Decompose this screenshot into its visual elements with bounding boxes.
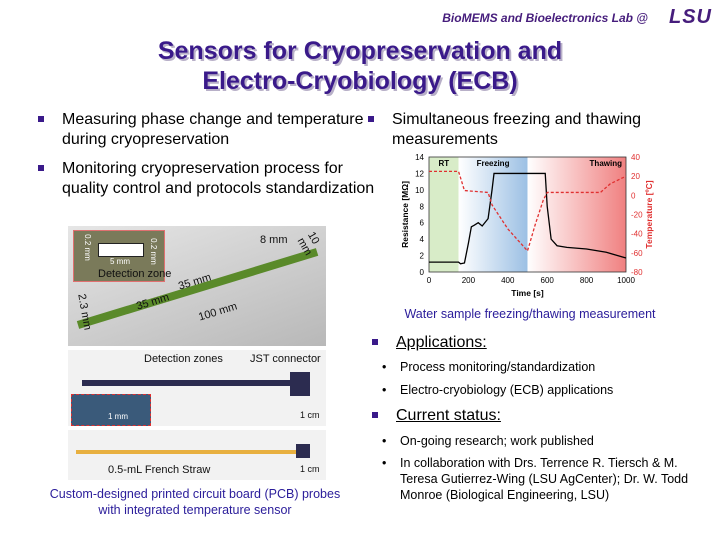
detection-zone-inset: 0.2 mm 0.2 mm 5 mm — [73, 230, 165, 282]
y2-tick-label: 20 — [631, 172, 640, 181]
inset-length-label: 5 mm — [110, 257, 130, 266]
status-heading: Current status: — [370, 406, 501, 426]
list-item: •In collaboration with Drs. Terrence R. … — [382, 456, 689, 502]
y2-tick-label: -20 — [631, 211, 643, 220]
list-item: •On-going research; work published — [382, 434, 594, 448]
lsu-logo: LSU — [669, 6, 712, 28]
title-line-2: Electro-Cryobiology (ECB) — [202, 67, 518, 95]
pcb-render-image: 0.2 mm 0.2 mm 5 mm Detection zone 35 mm … — [68, 226, 326, 346]
title-line-1: Sensors for Cryopreservation and — [157, 37, 563, 65]
straw-photo: 0.5-mL French Straw 1 cm — [68, 430, 326, 480]
region-label: RT — [438, 159, 449, 168]
y2-tick-label: 40 — [631, 153, 640, 162]
y2-axis-label: Temperature [ºC] — [644, 180, 654, 248]
region-label: Thawing — [590, 159, 623, 168]
chart-caption: Water sample freezing/thawing measuremen… — [404, 307, 656, 321]
x-tick-label: 400 — [501, 276, 515, 285]
y2-tick-label: 0 — [631, 191, 636, 200]
x-tick-label: 200 — [462, 276, 476, 285]
pcb-photo: Detection zones JST connector 1 mm 1 cm — [68, 350, 326, 426]
y-tick-label: 6 — [420, 219, 425, 228]
lab-name: BioMEMS and Bioelectronics Lab @ — [442, 11, 648, 25]
y-tick-label: 10 — [415, 186, 424, 195]
region-freezing — [458, 157, 528, 272]
freeze-thaw-chart: RT Freezing Thawing 0 2 4 6 8 10 12 14 -80 -60 -40 -20… — [400, 153, 654, 298]
bullet: Simultaneous freezing and thawing measur… — [366, 110, 712, 150]
slide-title: Sensors for Cryopreservation and Electro… — [0, 36, 720, 96]
x-tick-label: 600 — [541, 276, 555, 285]
y-tick-label: 14 — [415, 153, 424, 162]
y-tick-label: 0 — [420, 268, 425, 277]
region-thawing — [527, 157, 626, 272]
region-label: Freezing — [477, 159, 510, 168]
y-axis-label: Resistance [MΩ] — [400, 181, 410, 248]
x-tick-label: 800 — [580, 276, 594, 285]
y-tick-label: 12 — [415, 169, 424, 178]
header-bar: BioMEMS and Bioelectronics Lab @ LSU — [0, 0, 720, 28]
y2-tick-label: -80 — [631, 268, 643, 277]
x-tick-label: 1000 — [617, 276, 635, 285]
applications-heading: Applications: — [370, 333, 487, 353]
resistance-line — [429, 172, 627, 265]
y-tick-label: 4 — [420, 235, 425, 244]
inset-gap-label: 0.2 mm — [148, 238, 158, 265]
pcb-caption: Custom-designed printed circuit board (P… — [49, 487, 341, 517]
y2-tick-label: -40 — [631, 230, 643, 239]
list-item: •Process monitoring/standardization — [382, 360, 596, 374]
y-tick-label: 8 — [420, 202, 425, 211]
y2-tick-label: -60 — [631, 249, 643, 258]
bullet: Measuring phase change and temperature d… — [36, 110, 382, 150]
y-tick-label: 2 — [420, 252, 425, 261]
x-tick-label: 0 — [427, 276, 432, 285]
x-axis-label: Time [s] — [511, 288, 544, 298]
inset-width-label: 0.2 mm — [82, 234, 92, 261]
list-item: •Electro-cryobiology (ECB) applications — [382, 383, 614, 397]
region-rt — [429, 157, 459, 272]
bullet: Monitoring cryopreservation process for … — [36, 159, 382, 199]
plot-frame — [428, 156, 627, 273]
